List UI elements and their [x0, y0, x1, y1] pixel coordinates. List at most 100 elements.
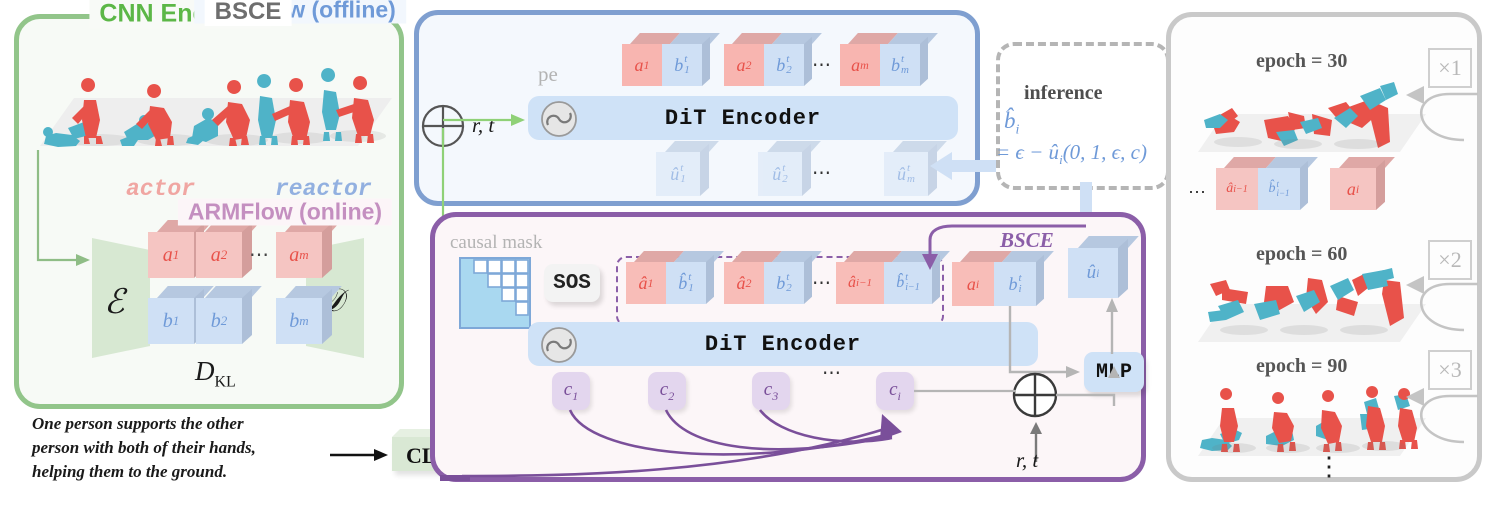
cube-base: a: [736, 54, 746, 75]
cube-side: [1376, 159, 1385, 210]
caption-to-clip-arrow: [330, 449, 388, 461]
armflow-dit-encoder-label: DiT Encoder: [704, 331, 862, 357]
bsce-vertical-ellipsis: ⋮: [1316, 452, 1342, 481]
caption-line-3: helping them to the ground.: [32, 462, 228, 481]
cube-sup: t: [1276, 179, 1279, 189]
cube-face: [196, 298, 242, 344]
bsce-epoch-label-2: epoch = 60: [1256, 243, 1348, 265]
condition-token-label: c1: [564, 379, 578, 404]
bsce-title: BSCE: [204, 0, 292, 26]
cube-side: [1118, 238, 1128, 298]
mlp-to-output-arrow: [1106, 298, 1118, 354]
cube-face: [880, 44, 920, 86]
armflow-dit-encoder[interactable]: DiT Encoder: [528, 322, 1038, 366]
cube-sub: 2: [782, 173, 788, 185]
cube-side: [802, 143, 811, 196]
condition-flow-arrows: [440, 409, 902, 481]
inference-rhs-sub: i: [1059, 152, 1063, 168]
cube-face: [840, 44, 880, 86]
condition-token-2[interactable]: c2: [648, 372, 686, 410]
remflow-dit-encoder[interactable]: DiT Encoder: [528, 96, 958, 140]
cube-side: [702, 36, 710, 86]
inference-rhs: = ϵ − ûi(0, 1, ϵ, c): [996, 140, 1147, 168]
armflow-history-ellipsis: ⋯: [812, 273, 831, 294]
condition-token-1[interactable]: c1: [552, 372, 590, 410]
inference-lhs: b̂i: [1004, 108, 1019, 139]
kl-sub: KL: [214, 373, 236, 391]
cube-base: b: [289, 309, 300, 332]
cube-sub: m: [299, 313, 309, 328]
bi-to-mlp-connector: [1008, 306, 1080, 378]
cube-base: â: [1226, 181, 1234, 196]
cube-face: [666, 262, 706, 304]
cube-side: [700, 143, 709, 196]
cube-sup: t: [786, 271, 790, 283]
cube-sub: m: [901, 64, 909, 76]
cube-base: û: [670, 163, 680, 184]
ctok-sub: i: [897, 388, 901, 403]
inference-lhs-sub: i: [1015, 122, 1020, 138]
cube-sub: i−1: [1276, 188, 1290, 198]
cube-sub: 2: [786, 64, 792, 76]
condition-token-label: c3: [764, 379, 778, 404]
cube-face: [276, 232, 322, 278]
kl-base: D: [195, 356, 215, 386]
sos-token[interactable]: SOS: [544, 264, 600, 302]
condition-token-label: ci: [889, 379, 901, 404]
sos-label: SOS: [553, 271, 591, 295]
cube-sub: 2: [220, 247, 228, 262]
cube-base: b: [210, 309, 221, 332]
sum-to-mlp-connector: [1056, 366, 1120, 406]
cube-face: [1258, 168, 1300, 210]
cube-sup: t: [680, 162, 684, 174]
cnn-encoder-arrow: [36, 150, 90, 266]
cube-base: b̂: [678, 272, 688, 293]
bsce-epoch-label-3: epoch = 90: [1256, 355, 1348, 377]
cube-sup: t: [901, 53, 905, 65]
bsce-badge-2: ×2: [1428, 240, 1472, 280]
cube-sub: 1: [172, 247, 180, 262]
bsce-loop-arrow-2: [1406, 276, 1478, 332]
cube-sub: 2: [220, 313, 228, 328]
cube-base: a: [1346, 178, 1356, 199]
caption-line-2: person with both of their hands,: [32, 438, 256, 457]
cube-side: [1300, 160, 1308, 210]
condition-token-i[interactable]: ci: [876, 372, 914, 410]
cube-base: û: [772, 163, 782, 184]
cube-face: [276, 298, 322, 344]
ctok-sub: 3: [772, 388, 779, 403]
condition-token-3[interactable]: c3: [752, 372, 790, 410]
ctok-base: c: [763, 378, 773, 400]
inference-lhs-base: b̂: [1004, 108, 1016, 133]
cube-base: û: [897, 163, 907, 184]
cube-base: û: [1086, 262, 1097, 283]
cube-sub: i−1: [905, 282, 920, 293]
cube-face: [836, 262, 884, 304]
